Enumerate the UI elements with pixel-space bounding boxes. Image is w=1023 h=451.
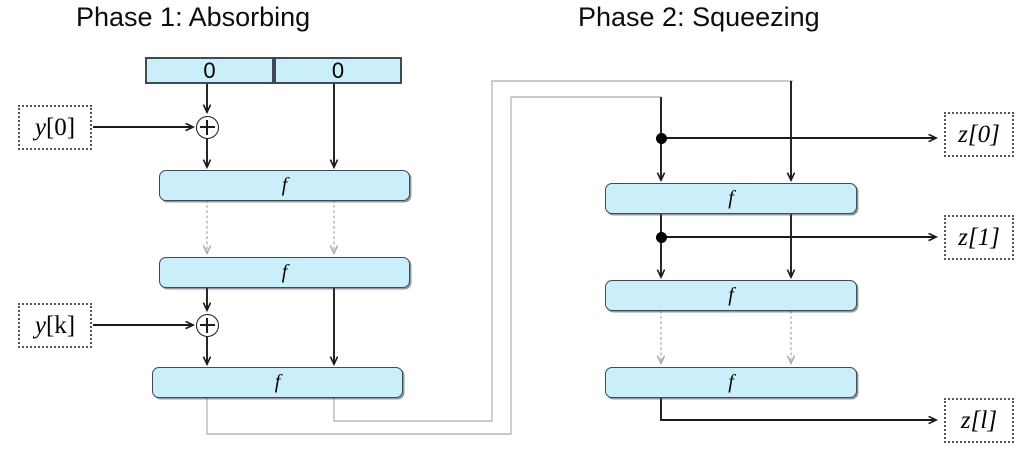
- phase1-f-box-3: f: [152, 367, 403, 398]
- wire-f3-to-zl: [660, 397, 936, 420]
- wire-f1-to-f2-dashed: [207, 200, 334, 253]
- output-tap-dot-2: [655, 231, 667, 243]
- output-tap-dot-1: [655, 132, 667, 144]
- input-label-yk: y[k]: [18, 303, 92, 348]
- phase2-title: Phase 2: Squeezing: [578, 2, 820, 32]
- phase2-f-box-3: f: [605, 367, 857, 398]
- xor-node-1: [196, 116, 219, 139]
- xor-node-2: [196, 314, 219, 337]
- output-zl-index: [l]: [970, 406, 998, 434]
- state-cell-rate: 0: [145, 57, 274, 84]
- output-z0-index: [0]: [967, 120, 1000, 148]
- output-z1-index: [1]: [967, 223, 1000, 251]
- phase1-f-box-1: f: [159, 170, 410, 201]
- input-yk-var: y: [34, 311, 46, 339]
- phase2-f-box-1: f: [605, 183, 857, 214]
- input-yk-index: [k]: [45, 311, 76, 339]
- state-cell-capacity: 0: [274, 57, 402, 84]
- output-label-zl: z[l]: [944, 398, 1014, 443]
- output-z0-var: z: [958, 120, 968, 148]
- phase1-f-box-2: f: [159, 257, 410, 288]
- wire-p2-f2-to-f3-dashed: [661, 311, 791, 363]
- output-label-z1: z[1]: [944, 215, 1014, 260]
- input-y0-index: [0]: [45, 113, 76, 141]
- output-label-z0: z[0]: [944, 112, 1014, 157]
- output-z1-var: z: [958, 223, 968, 251]
- output-zl-var: z: [960, 406, 971, 434]
- phase1-title: Phase 1: Absorbing: [76, 2, 311, 32]
- input-label-y0: y[0]: [18, 105, 92, 150]
- phase2-f-box-2: f: [605, 280, 857, 311]
- input-y0-var: y: [34, 113, 46, 141]
